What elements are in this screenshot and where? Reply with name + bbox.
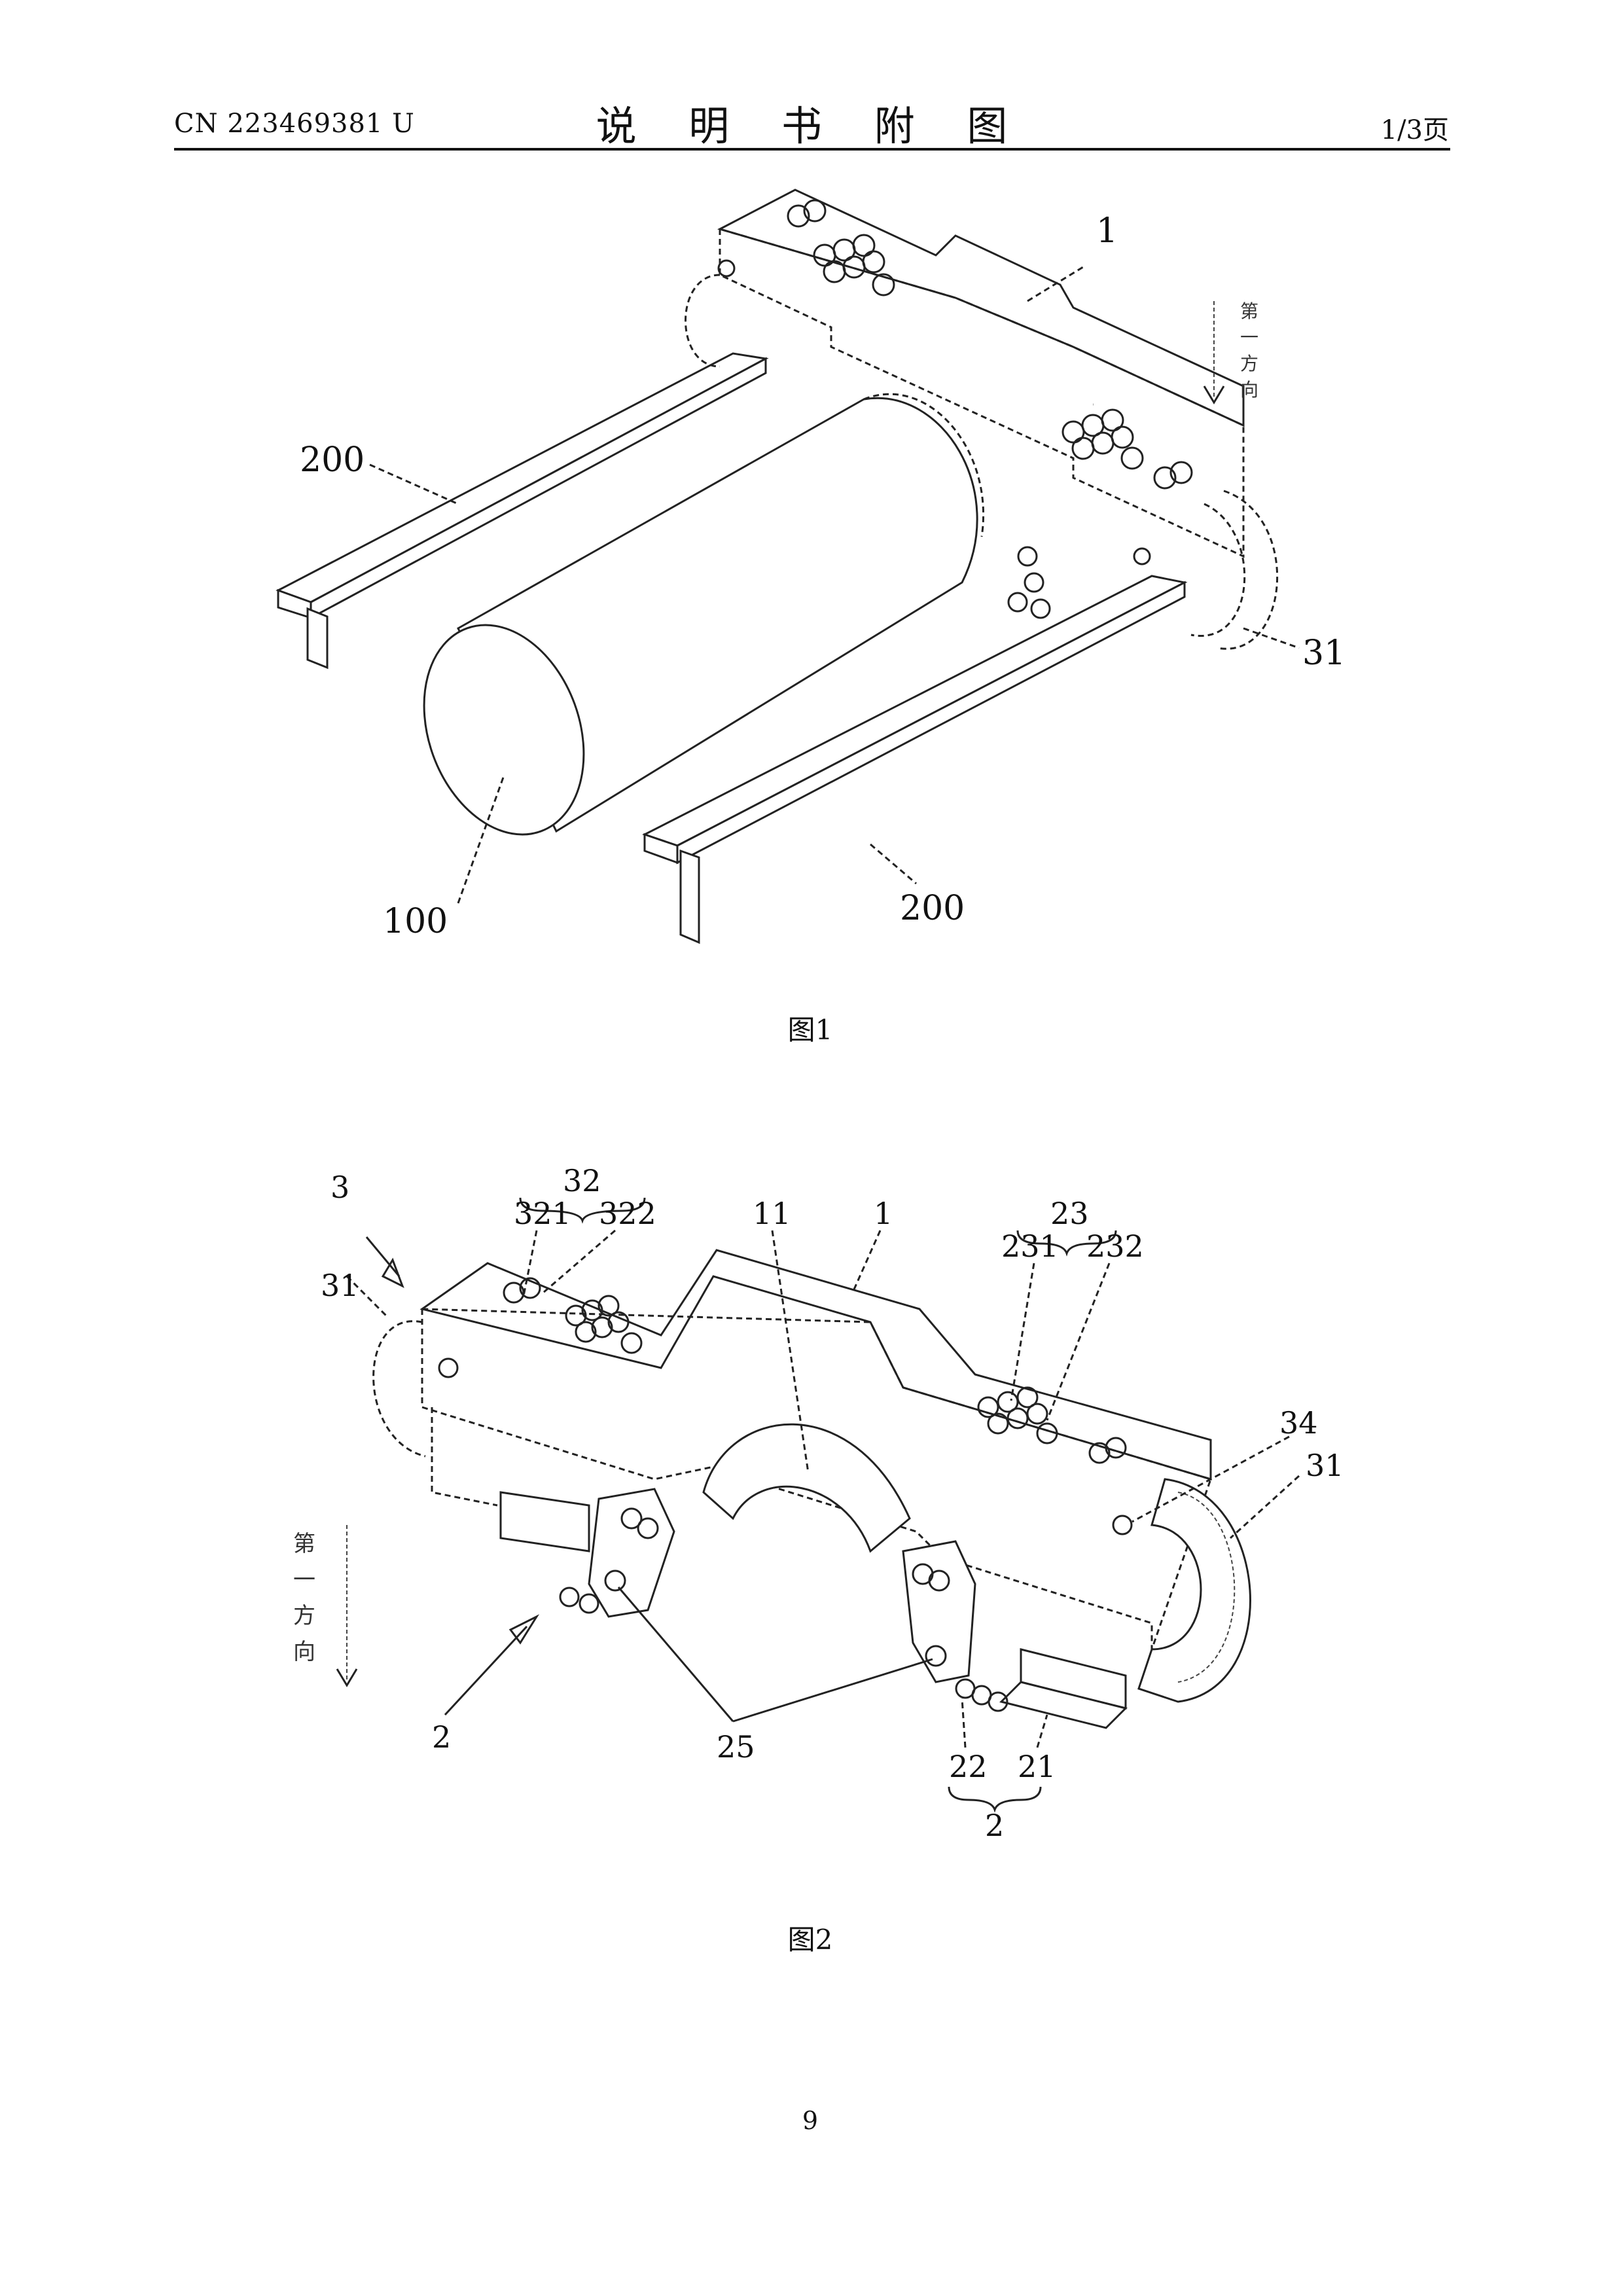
frame-assembly (374, 1250, 1211, 1649)
leader-25 (618, 1587, 933, 1721)
lower-block-left (501, 1492, 598, 1613)
leader-22 (962, 1698, 965, 1748)
direction-char-4: 向 (1240, 379, 1258, 401)
label-100: 100 (383, 902, 448, 941)
link-plate-right (903, 1541, 975, 1682)
leader-231 (1011, 1263, 1034, 1401)
label-2-bottom: 2 (985, 1808, 1004, 1843)
label-321: 321 (514, 1196, 571, 1231)
label-322: 322 (599, 1196, 656, 1231)
arrowhead-3 (383, 1260, 402, 1286)
page-indicator: 1/3页 (1381, 109, 1449, 147)
direction-char-2: 一 (293, 1567, 315, 1593)
label-3: 3 (330, 1170, 349, 1205)
publication-number: CN 223469381 U (174, 109, 415, 139)
label-31: 31 (1302, 634, 1346, 673)
label-232: 232 (1086, 1229, 1144, 1264)
label-21: 21 (1018, 1749, 1056, 1784)
leader-3 (366, 1237, 399, 1276)
figure-1-drawing: 1 200 200 100 31 第 一 方 向 (0, 151, 1623, 1001)
label-11: 11 (753, 1196, 791, 1231)
page-title: 说 明 书 附 图 (596, 93, 1027, 152)
roller-cylinder (397, 394, 984, 857)
leader-1-fig2 (854, 1230, 880, 1289)
label-31-right: 31 (1306, 1448, 1344, 1483)
label-34: 34 (1279, 1405, 1318, 1441)
page-number: 9 (802, 2106, 818, 2135)
leader-200-right (870, 844, 916, 884)
leader-2 (445, 1626, 527, 1715)
figure-2-caption: 图2 (788, 1918, 833, 1958)
leader-21 (1037, 1715, 1047, 1748)
hook-right (1139, 1479, 1250, 1702)
leader-31 (1243, 628, 1299, 648)
leader-322 (543, 1230, 615, 1293)
direction-char-3: 方 (293, 1603, 315, 1629)
label-2-left: 2 (432, 1719, 451, 1755)
brace-2 (949, 1787, 1041, 1810)
direction-char-1: 第 (293, 1531, 315, 1557)
label-1: 1 (1096, 211, 1118, 251)
bolt-cluster-right (1063, 410, 1192, 488)
leader-200-left (370, 465, 458, 504)
label-231: 231 (1001, 1229, 1059, 1264)
link-plate-left (589, 1489, 674, 1617)
direction-char-1: 第 (1240, 300, 1258, 322)
label-200-left: 200 (300, 440, 365, 480)
direction-arrow (337, 1525, 357, 1685)
direction-char-4: 向 (293, 1639, 315, 1665)
label-23: 23 (1050, 1196, 1089, 1231)
direction-char-2: 一 (1240, 327, 1258, 348)
label-200-right: 200 (900, 889, 965, 928)
lower-block-right (956, 1649, 1126, 1728)
figure-2-drawing: 3 32 321 322 11 1 23 231 232 31 34 31 2 … (0, 1100, 1623, 1924)
leader-31-right (1230, 1476, 1299, 1538)
label-31-left: 31 (321, 1268, 359, 1303)
direction-char-3: 方 (1240, 353, 1258, 374)
figure-1-caption: 图1 (788, 1008, 833, 1048)
label-25: 25 (717, 1729, 755, 1765)
label-1: 1 (874, 1196, 893, 1231)
label-32: 32 (563, 1163, 601, 1198)
label-22: 22 (949, 1749, 988, 1784)
